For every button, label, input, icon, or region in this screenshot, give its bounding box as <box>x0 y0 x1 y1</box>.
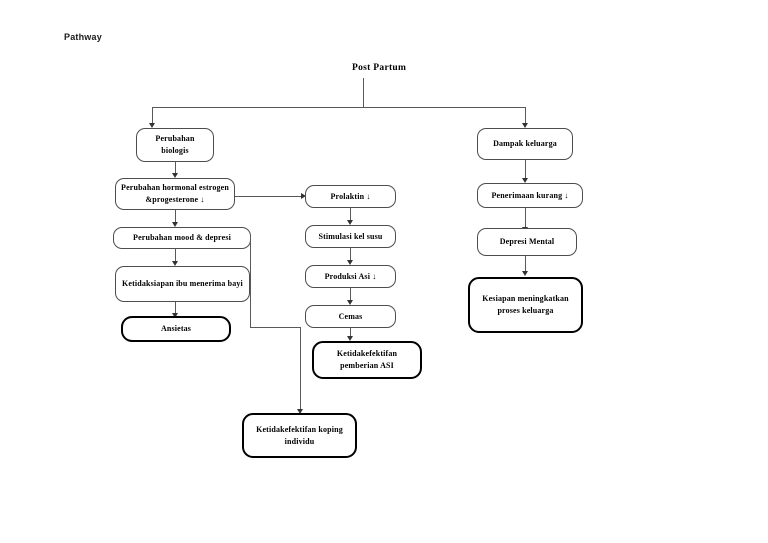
arrowhead-depresi-to-kesiapan <box>522 271 528 276</box>
connector-prolaktin-to-stimulasi <box>350 208 351 221</box>
node-penerimaan-kurang[interactable]: Penerimaan kurang ↓ <box>477 183 583 208</box>
connector-root-stem <box>363 78 364 107</box>
node-label: Ketidakefektifan pemberian ASI <box>336 349 398 370</box>
arrowhead-root-to-dampak <box>522 123 528 128</box>
arrowhead-hormonal-to-mood <box>172 222 178 227</box>
node-label: Prolaktin ↓ <box>330 191 371 201</box>
connector-hormonal-to-prolaktin <box>235 196 303 197</box>
node-cemas[interactable]: Cemas <box>305 305 396 328</box>
node-perubahan-mood[interactable]: Perubahan mood & depresi <box>113 227 251 249</box>
node-kesiapan-proses-keluarga[interactable]: Kesiapan meningkatkan proses keluarga <box>468 277 583 333</box>
arrowhead-hormonal-to-prolaktin <box>301 193 306 199</box>
connector-root-to-biologis <box>152 107 153 124</box>
connector-cemas-to-ketidakefektifan-asi <box>350 328 351 337</box>
connector-hormonal-to-mood <box>175 210 176 223</box>
connector-biologis-to-hormonal <box>175 162 176 174</box>
arrowhead-ketidaksiapan-to-ansietas <box>172 313 178 318</box>
diagram-title: Post Partum <box>352 63 407 73</box>
node-label: Dampak keluarga <box>493 139 557 149</box>
arrowhead-root-to-biologis <box>149 123 155 128</box>
node-label: Ansietas <box>160 324 192 334</box>
arrowhead-cemas-to-ketidakefektifan-asi <box>347 336 353 341</box>
node-depresi-mental[interactable]: Depresi Mental <box>477 228 577 256</box>
arrowhead-stimulasi-to-produksi <box>347 260 353 265</box>
node-ketidaksiapan-ibu[interactable]: Ketidaksiapan ibu menerima bayi <box>115 266 250 302</box>
connector-stimulasi-to-produksi <box>350 248 351 261</box>
node-label: Stimulasi kel susu <box>318 231 383 241</box>
connector-mood-to-koping-vert2 <box>300 327 301 410</box>
node-perubahan-biologis[interactable]: Perubahan biologis <box>136 128 214 162</box>
node-ansietas[interactable]: Ansietas <box>121 316 231 342</box>
arrowhead-dampak-to-penerimaan <box>522 178 528 183</box>
connector-penerimaan-to-depresi <box>525 208 526 228</box>
node-label: Perubahan biologis <box>155 134 195 155</box>
arrowhead-mood-to-ketidaksiapan <box>172 261 178 266</box>
connector-mood-to-koping-vert1 <box>250 236 251 327</box>
node-label: Kesiapan meningkatkan proses keluarga <box>482 294 569 315</box>
connector-root-to-dampak <box>525 107 526 124</box>
node-label: Ketidakefektifan koping individu <box>256 424 343 446</box>
node-label: Ketidaksiapan ibu menerima bayi <box>122 279 243 289</box>
node-stimulasi-kel-susu[interactable]: Stimulasi kel susu <box>305 225 396 248</box>
connector-ketidaksiapan-to-ansietas <box>175 302 176 314</box>
node-prolaktin[interactable]: Prolaktin ↓ <box>305 185 396 208</box>
connector-mood-to-ketidaksiapan <box>175 249 176 262</box>
node-produksi-asi[interactable]: Produksi Asi ↓ <box>305 265 396 288</box>
node-label: Penerimaan kurang ↓ <box>491 190 569 200</box>
node-label: Perubahan mood & depresi <box>133 233 231 243</box>
connector-depresi-to-kesiapan <box>525 256 526 272</box>
connector-produksi-to-cemas <box>350 288 351 301</box>
connector-dampak-to-penerimaan <box>525 160 526 179</box>
arrowhead-produksi-to-cemas <box>347 300 353 305</box>
connector-mood-to-koping-horz <box>250 327 300 328</box>
node-ketidakefektifan-koping-individu[interactable]: Ketidakefektifan koping individu <box>242 413 357 458</box>
node-label: Depresi Mental <box>499 237 555 247</box>
connector-root-bus <box>152 107 525 108</box>
node-ketidakefektifan-pemberian-asi[interactable]: Ketidakefektifan pemberian ASI <box>312 341 422 379</box>
node-label: Produksi Asi ↓ <box>324 271 377 281</box>
arrowhead-prolaktin-to-stimulasi <box>347 220 353 225</box>
node-label: Cemas <box>338 311 363 321</box>
arrowhead-biologis-to-hormonal <box>172 173 178 178</box>
arrowhead-mood-to-koping <box>297 409 303 414</box>
node-perubahan-hormonal[interactable]: Perubahan hormonal estrogen &progesteron… <box>115 178 235 210</box>
page-label: Pathway <box>64 32 102 42</box>
node-dampak-keluarga[interactable]: Dampak keluarga <box>477 128 573 160</box>
node-label: Perubahan hormonal estrogen &progesteron… <box>121 183 229 204</box>
